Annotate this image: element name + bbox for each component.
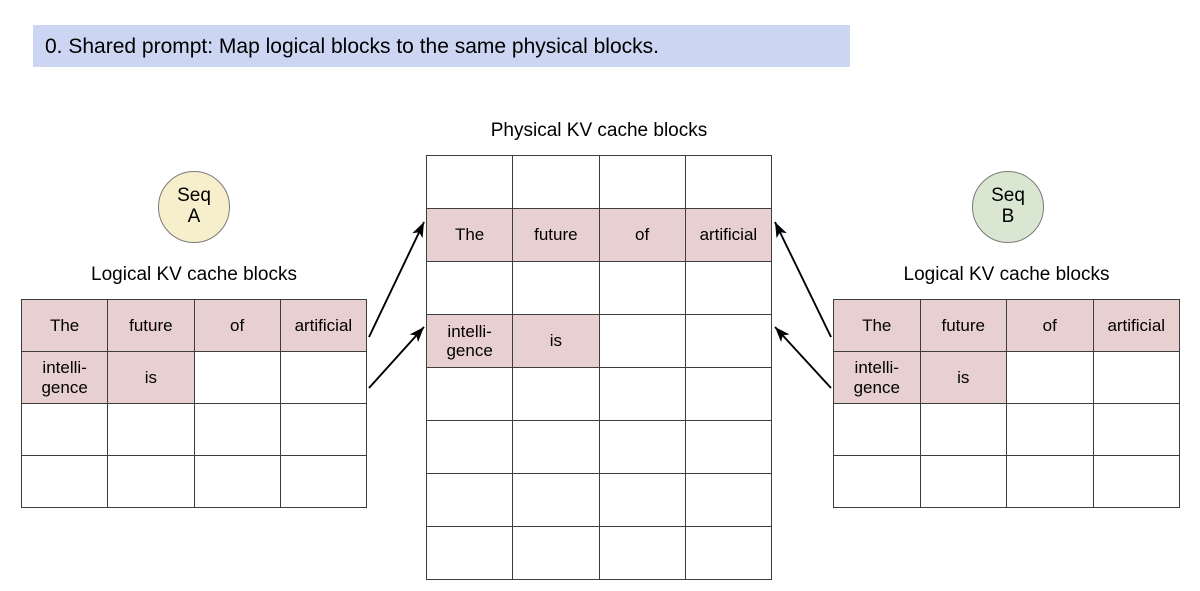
kv-block-cell-filled: The [425, 208, 514, 262]
kv-block-cell-empty [425, 367, 514, 421]
kv-block-cell-empty [598, 314, 686, 368]
kv-block-cell-empty [512, 473, 600, 527]
kv-block-cell-empty [919, 455, 1007, 508]
kv-block-cell-filled: artificial [279, 299, 368, 352]
seq-b-label-line1: Seq [991, 185, 1025, 207]
logical-cache-caption-right: Logical KV cache blocks [903, 264, 1110, 285]
table-row [425, 155, 773, 209]
kv-block-cell-empty [20, 455, 109, 508]
kv-block-cell-empty [107, 455, 195, 508]
kv-block-cell-filled: artificial [684, 208, 773, 262]
kv-block-cell-empty [833, 455, 921, 508]
table-row [833, 403, 1180, 456]
kv-block-cell-empty [107, 403, 195, 456]
kv-block-cell-empty [193, 455, 281, 508]
kv-block-cell-filled: future [512, 208, 600, 262]
kv-block-cell-filled: of [1006, 299, 1094, 352]
kv-block-cell-empty [684, 261, 773, 315]
kv-block-cell-empty [512, 526, 600, 580]
kv-block-cell-empty [512, 420, 600, 474]
seq-a-badge: Seq A [158, 171, 230, 243]
table-row [20, 455, 368, 508]
kv-block-cell-empty [919, 403, 1007, 456]
logical-cache-caption-left: Logical KV cache blocks [91, 264, 297, 285]
kv-block-cell-empty [193, 403, 281, 456]
table-row [425, 420, 773, 474]
kv-block-cell-empty [20, 403, 109, 456]
arrow-right-block0 [774, 221, 832, 338]
table-row [833, 455, 1180, 508]
kv-block-cell-empty [1092, 351, 1180, 404]
kv-block-cell-empty [512, 261, 600, 315]
arrow-left-block0 [368, 221, 425, 338]
kv-block-cell-filled: is [107, 351, 195, 404]
kv-block-cell-filled: of [598, 208, 686, 262]
kv-block-cell-filled: intelli-gence [833, 351, 921, 404]
seq-a-label-line2: A [187, 206, 201, 227]
kv-block-cell-empty [833, 403, 921, 456]
kv-block-cell-empty [684, 155, 773, 209]
kv-block-cell-filled: is [919, 351, 1007, 404]
kv-block-cell-filled: The [20, 299, 109, 352]
kv-block-cell-empty [425, 473, 514, 527]
seq-b-badge: Seq B [972, 171, 1044, 243]
kv-block-cell-empty [1006, 455, 1094, 508]
kv-block-cell-empty [425, 420, 514, 474]
kv-block-cell-empty [425, 261, 514, 315]
kv-block-cell-empty [684, 473, 773, 527]
kv-block-cell-empty [512, 367, 600, 421]
kv-block-cell-empty [598, 367, 686, 421]
kv-block-cell-empty [279, 455, 368, 508]
arrow-right-block1 [774, 326, 832, 389]
kv-block-cell-empty [1092, 455, 1180, 508]
kv-block-cell-empty [598, 155, 686, 209]
shared-prompt-text: 0. Shared prompt: Map logical blocks to … [45, 34, 659, 58]
kv-block-cell-empty [598, 526, 686, 580]
kv-block-cell-empty [684, 420, 773, 474]
kv-block-cell-filled: artificial [1092, 299, 1180, 352]
kv-block-cell-empty [425, 155, 514, 209]
physical-cache-caption: Physical KV cache blocks [490, 120, 708, 141]
kv-block-cell-empty [684, 526, 773, 580]
kv-block-cell-empty [279, 403, 368, 456]
kv-block-cell-empty [279, 351, 368, 404]
kv-block-cell-filled: future [919, 299, 1007, 352]
kv-block-cell-filled: of [193, 299, 281, 352]
table-row [425, 367, 773, 421]
seq-a-label-line1: Seq [177, 185, 211, 207]
kv-block-cell-empty [425, 526, 514, 580]
kv-block-cell-empty [1006, 351, 1094, 404]
kv-block-cell-empty [598, 473, 686, 527]
table-row [425, 261, 773, 315]
kv-block-cell-filled: intelli-gence [20, 351, 109, 404]
kv-block-cell-filled: future [107, 299, 195, 352]
kv-block-cell-empty [193, 351, 281, 404]
kv-block-cell-empty [684, 367, 773, 421]
table-row [425, 526, 773, 580]
arrow-left-block1 [368, 326, 425, 389]
kv-block-cell-empty [598, 261, 686, 315]
kv-block-cell-filled: is [512, 314, 600, 368]
kv-block-cell-empty [1092, 403, 1180, 456]
kv-block-cell-filled: The [833, 299, 921, 352]
kv-block-cell-empty [1006, 403, 1094, 456]
shared-prompt-banner: 0. Shared prompt: Map logical blocks to … [33, 25, 850, 67]
kv-block-cell-empty [598, 420, 686, 474]
seq-b-label-line2: B [1001, 206, 1015, 227]
kv-block-cell-empty [684, 314, 773, 368]
kv-block-cell-filled: intelli-gence [425, 314, 514, 368]
kv-block-cell-empty [512, 155, 600, 209]
table-row [20, 403, 368, 456]
table-row [425, 473, 773, 527]
